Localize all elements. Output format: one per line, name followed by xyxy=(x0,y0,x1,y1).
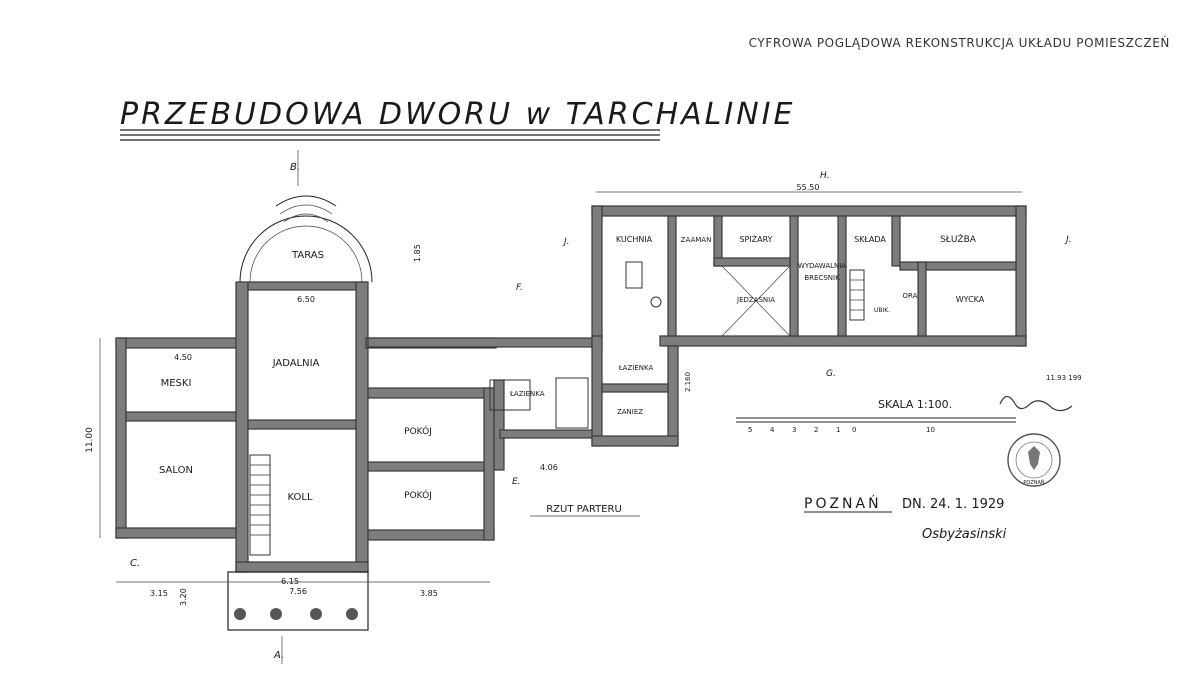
scale-tick-3: 3 xyxy=(792,426,796,434)
date-text: DN. 24. 1. 1929 xyxy=(902,497,1004,512)
scale-tick-4: 4 xyxy=(770,426,775,434)
section-mark-b: B. xyxy=(290,162,300,173)
dim-left-height: 11.00 xyxy=(85,427,95,453)
plan-title: PRZEBUDOWA DWORU w TARCHALINIE xyxy=(120,97,795,132)
dim-bottom-right: 3.85 xyxy=(420,589,438,598)
scale-tick-1: 1 xyxy=(836,426,840,434)
left-wing-walls xyxy=(115,281,497,573)
scale-tick-2: 2 xyxy=(814,426,818,434)
room-label-wycka: WYCKA xyxy=(956,295,985,304)
page-caption: CYFROWA POGLĄDOWA REKONSTRUKCJA UKŁADU P… xyxy=(748,36,1170,50)
dim-right-mid: 4.06 xyxy=(540,463,558,472)
room-label-zamek: ZANIEZ xyxy=(617,408,643,416)
dim-koll-width-2: 7.56 xyxy=(289,587,307,596)
dim-right-mid-2: 2.160 xyxy=(684,372,692,392)
dim-jadalnia-width: 6.50 xyxy=(297,295,315,304)
room-label-ubikacja: UBIK. xyxy=(874,307,890,314)
plan-label: RZUT PARTERU xyxy=(546,504,622,515)
room-label-lazienka-2: ŁAZIENKA xyxy=(618,364,654,372)
room-label-wydawalnia-2: BRECSNIK xyxy=(804,274,840,282)
scale-label: SKALA 1:100. xyxy=(878,398,952,411)
place-name: POZNAŃ xyxy=(804,494,882,512)
dim-overall-right: 55.50 xyxy=(797,183,820,192)
left-dimensions: 11.00 3.15 3.20 3.85 6.15 7.56 6.50 4.50… xyxy=(85,244,490,606)
room-label-pokoj-2: POKÓJ xyxy=(404,489,432,501)
dim-bottom-left: 3.15 xyxy=(150,589,168,598)
room-label-kuchnia: KUCHNIA xyxy=(616,235,653,244)
room-label-lazienka: ŁAZIENKA xyxy=(509,390,545,398)
room-label-spizarnia: SPIŻARY xyxy=(739,234,772,244)
section-mark-j-right: J. xyxy=(1064,235,1072,245)
section-mark-f: F. xyxy=(516,283,523,293)
room-label-salon: SALON xyxy=(159,465,193,476)
section-mark-g: G. xyxy=(826,369,836,379)
room-label-koll: KOLL xyxy=(287,492,312,503)
room-label-sluzba: SŁUŻBA xyxy=(940,234,977,245)
scale-tick-0: 0 xyxy=(852,426,856,434)
official-stamp: POZNAŃ xyxy=(1007,433,1061,487)
dim-bottom-left-2: 3.20 xyxy=(179,588,188,606)
room-label-jedzenie: JEDZASNIA xyxy=(736,296,775,304)
section-mark-j-left: J. xyxy=(562,237,570,247)
section-mark-c: C. xyxy=(130,558,140,569)
scale-tick-10: 10 xyxy=(926,426,935,434)
dim-meski-width: 4.50 xyxy=(174,353,192,362)
section-mark-e: E. xyxy=(512,477,521,487)
room-label-wydawalnia: WYDAWALNIA xyxy=(798,262,846,270)
stamp-text: POZNAŃ xyxy=(1023,479,1045,486)
dim-koll-width: 6.15 xyxy=(281,577,299,586)
signature-text: Osbyżasinski xyxy=(922,527,1007,542)
terrace xyxy=(239,195,373,283)
room-label-zmywalnia: ZAAMAN xyxy=(681,236,712,244)
room-label-pokoj-1: POKÓJ xyxy=(404,425,432,437)
room-label-sklad: SKŁADA xyxy=(854,235,886,244)
signature-mark-top xyxy=(999,395,1073,412)
room-label-meski: MESKI xyxy=(161,378,192,389)
room-label-taras: TARAS xyxy=(291,250,324,261)
section-mark-a: A. xyxy=(273,650,284,661)
right-wing-walls xyxy=(591,205,1027,447)
ref-code: 11.93 199 xyxy=(1046,374,1082,382)
scale-tick-5: 5 xyxy=(748,426,752,434)
room-label-ora: ORA xyxy=(903,292,918,300)
section-mark-h: H. xyxy=(820,171,830,181)
scale-bar: 5 4 3 2 1 0 10 xyxy=(748,426,935,434)
front-porch xyxy=(227,571,369,631)
dim-terrace-height: 1.85 xyxy=(413,244,422,262)
room-label-jadalnia: JADALNIA xyxy=(272,358,320,369)
